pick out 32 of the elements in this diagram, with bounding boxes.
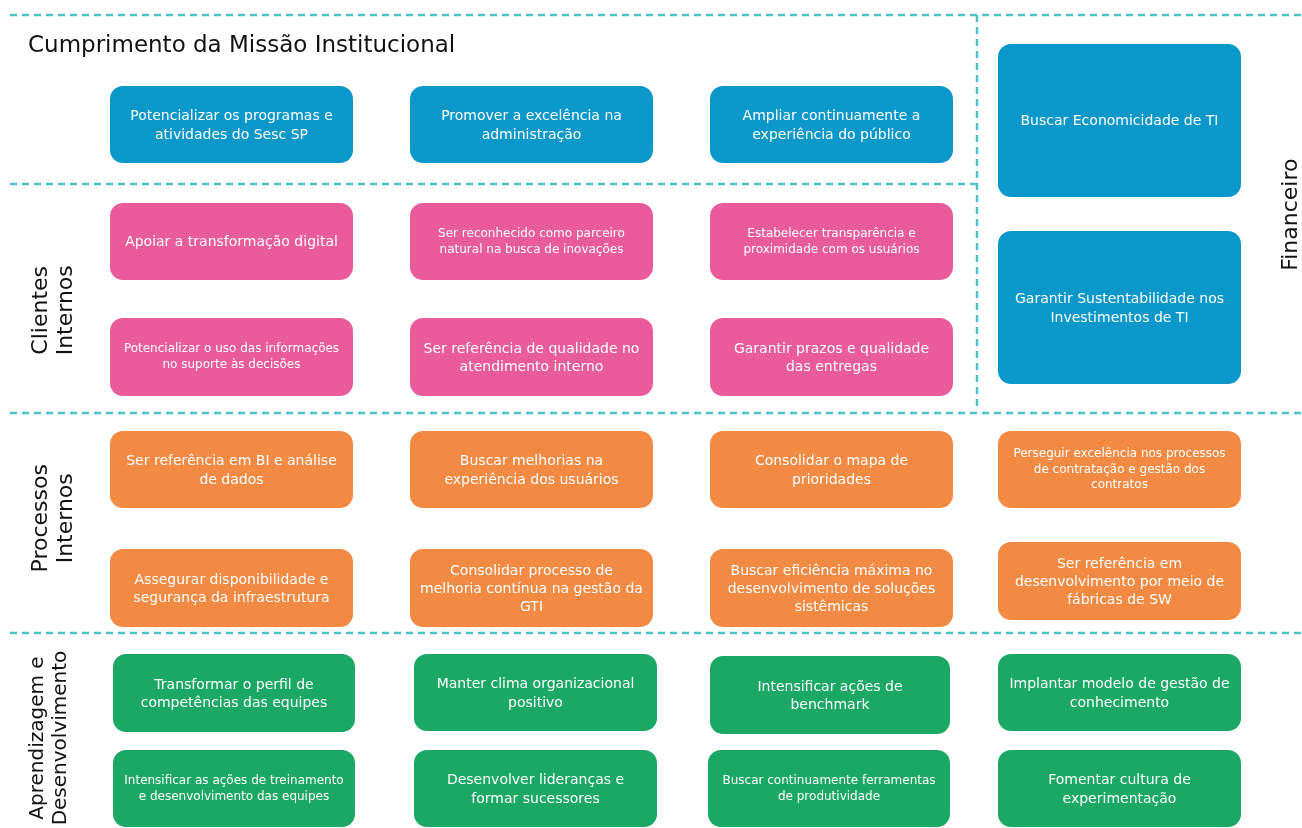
objective-box: Manter clima organizacional positivo	[414, 654, 657, 731]
objective-box: Promover a excelência na administração	[410, 86, 653, 163]
objective-box: Estabelecer transparência e proximidade com os usuários	[710, 203, 953, 280]
objective-box: Buscar continuamente ferramentas de produtividade	[708, 750, 950, 827]
objective-box: Implantar modelo de gestão de conhecimento	[998, 654, 1241, 731]
objective-box: Apoiar a transformação digital	[110, 203, 353, 280]
objective-box: Potencializar o uso das informações no suporte às decisões	[110, 318, 353, 396]
perspective-label: Clientes Internos	[26, 263, 78, 357]
objective-box: Ser referência em BI e análise de dados	[110, 431, 353, 508]
objective-box: Ampliar continuamente a experiência do público	[710, 86, 953, 163]
objective-box: Buscar Economicidade de TI	[998, 44, 1241, 197]
objective-box: Potencializar os programas e atividades do Sesc SP	[110, 86, 353, 163]
perspective-label: Aprendizagem e Desenvolvimento	[25, 649, 71, 828]
perspective-label: Financeiro	[1277, 157, 1302, 273]
objective-box: Transformar o perfil de competências das equipes	[113, 654, 355, 732]
objective-box: Intensificar ações de benchmark	[710, 656, 950, 734]
objective-box: Consolidar processo de melhoria contínua na gestão da GTI	[410, 549, 653, 627]
objective-box: Perseguir excelência nos processos de contratação e gestão dos contratos	[998, 431, 1241, 508]
objective-box: Assegurar disponibilidade e segurança da infraestrutura	[110, 549, 353, 627]
objective-box: Fomentar cultura de experimentação	[998, 750, 1241, 827]
objective-box: Intensificar as ações de treinamento e desenvolvimento das equipes	[113, 750, 355, 827]
perspective-label: Processos Internos	[26, 462, 78, 574]
section-heading: Cumprimento da Missão Institucional	[28, 31, 456, 57]
objective-box: Garantir Sustentabilidade nos Investimentos de TI	[998, 231, 1241, 384]
objective-box: Ser referência em desenvolvimento por meio de fábricas de SW	[998, 542, 1241, 620]
objective-box: Ser reconhecido como parceiro natural na busca de inovações	[410, 203, 653, 280]
objective-box: Desenvolver lideranças e formar sucessores	[414, 750, 657, 827]
objective-box: Garantir prazos e qualidade das entregas	[710, 318, 953, 396]
objective-box: Buscar eficiência máxima no desenvolvimento de soluções sistêmicas	[710, 549, 953, 627]
objective-box: Buscar melhorias na experiência dos usuários	[410, 431, 653, 508]
objective-box: Consolidar o mapa de prioridades	[710, 431, 953, 508]
objective-box: Ser referência de qualidade no atendimento interno	[410, 318, 653, 396]
